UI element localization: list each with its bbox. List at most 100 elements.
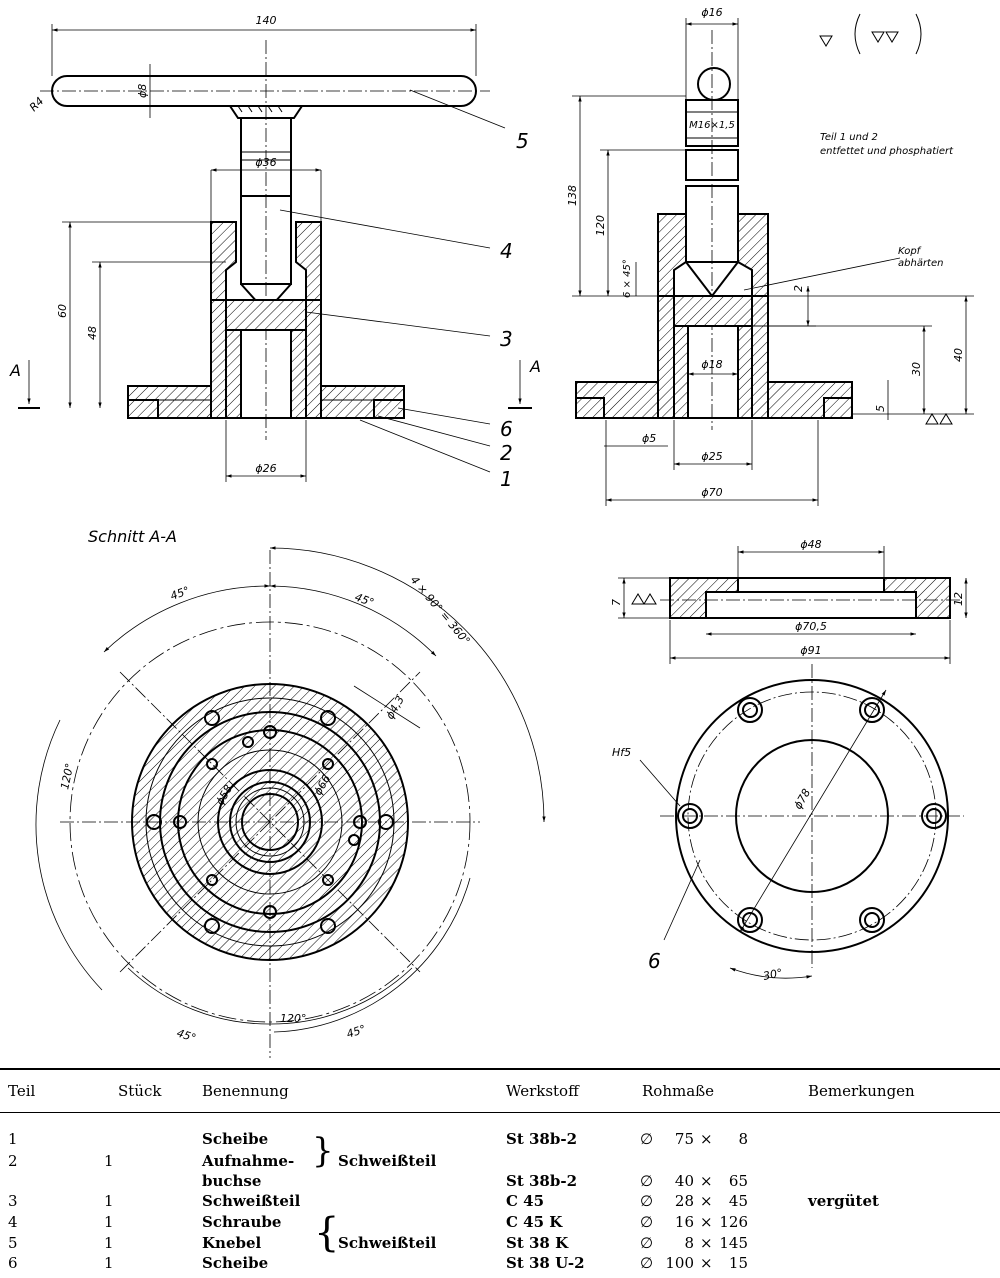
- row3-dia-symbol: ∅: [640, 1192, 654, 1210]
- row3-stueck: 1: [104, 1192, 114, 1210]
- row5-dia: 8: [684, 1234, 694, 1252]
- dim-120: 120: [594, 215, 607, 236]
- row5-stueck: 1: [104, 1234, 114, 1252]
- pos-3: 3: [500, 327, 513, 351]
- pos-4: 4: [500, 239, 513, 263]
- row3-benennung: Schweißteil: [202, 1192, 301, 1210]
- group-brace-lower: {: [314, 1210, 340, 1256]
- row5-times: ×: [700, 1234, 713, 1252]
- pos-6: 6: [500, 417, 513, 441]
- parts-list: Teil Stück Benennung Werkstoff Rohmaße B…: [0, 1068, 1000, 1278]
- dim-r4: R4: [27, 95, 47, 115]
- row6-teil: 6: [8, 1254, 18, 1272]
- header-rohmasse: Rohmaße: [642, 1082, 715, 1100]
- note-finish-1: Teil 1 und 2: [820, 132, 878, 143]
- pos-5: 5: [516, 129, 529, 153]
- row5-teil: 5: [8, 1234, 18, 1252]
- dim-phi78: ϕ78: [791, 787, 813, 812]
- dim-phi18: ϕ18: [701, 358, 722, 371]
- front-view: 140 R4 ϕ8 ϕ36 60 48 ϕ26 5 4 3 6 2 1 A A: [9, 14, 541, 491]
- dim-120-left: 120°: [58, 762, 76, 791]
- row1-times: ×: [700, 1130, 713, 1148]
- row3-bemerkung: vergütet: [808, 1192, 879, 1210]
- dim-45-b: 45°: [353, 591, 376, 610]
- note-finish-2: entfettet und phosphatiert: [820, 146, 954, 157]
- row6-len: 15: [728, 1254, 748, 1272]
- group-label-lower: Schweißteil: [338, 1234, 437, 1252]
- note-hard-1: Kopf: [898, 246, 922, 257]
- row2-stueck: 1: [104, 1152, 114, 1170]
- dim-4x90: 4 × 90° = 360°: [408, 574, 473, 648]
- row2-dia: 40: [674, 1172, 694, 1190]
- row4-werkstoff: C 45 K: [506, 1213, 563, 1231]
- row2-werkstoff: St 38b-2: [506, 1172, 578, 1190]
- note-hard-2: abhärten: [898, 258, 943, 269]
- technical-drawing: 140 R4 ϕ8 ϕ36 60 48 ϕ26 5 4 3 6 2 1 A A: [9, 6, 974, 1058]
- dim-phi5: ϕ5: [642, 432, 656, 445]
- row1-benennung: Scheibe: [202, 1130, 269, 1148]
- section-mark-right: A: [529, 357, 541, 376]
- dim-phi36: ϕ36: [255, 156, 276, 169]
- row4-times: ×: [700, 1213, 713, 1231]
- row1-dia: 75: [674, 1130, 694, 1148]
- row6-werkstoff: St 38 U-2: [506, 1254, 585, 1272]
- dim-40: 40: [952, 348, 965, 362]
- group-label-upper: Schweißteil: [338, 1152, 437, 1170]
- parts-list-header-rule: [0, 1112, 1000, 1113]
- row1-dia-symbol: ∅: [640, 1130, 654, 1148]
- dim-hf5: Hf5: [612, 746, 631, 759]
- disc-detail-section: ϕ48 7 12 ϕ70,5 ϕ91: [610, 538, 968, 664]
- row6-dia-symbol: ∅: [640, 1254, 654, 1272]
- pos-2: 2: [500, 441, 513, 465]
- dim-30deg: 30°: [762, 966, 784, 983]
- row6-times: ×: [700, 1254, 713, 1272]
- row6-stueck: 1: [104, 1254, 114, 1272]
- row3-times: ×: [700, 1192, 713, 1210]
- dim-phi25: ϕ25: [701, 450, 722, 463]
- dim-2: 2: [792, 285, 805, 292]
- row2-benennung: Aufnahme-: [202, 1152, 295, 1170]
- dim-phi8: ϕ8: [136, 84, 149, 98]
- parts-list-top-rule: [0, 1068, 1000, 1070]
- row6-dia: 100: [665, 1254, 694, 1272]
- header-benennung: Benennung: [202, 1082, 289, 1100]
- row4-stueck: 1: [104, 1213, 114, 1231]
- dim-120-bottom: 120°: [280, 1012, 307, 1025]
- dim-48: 48: [86, 326, 99, 340]
- row2-benennung-line2: buchse: [202, 1172, 262, 1190]
- row4-benennung: Schraube: [202, 1213, 282, 1231]
- row5-benennung: Knebel: [202, 1234, 262, 1252]
- dim-phi26: ϕ26: [255, 462, 276, 475]
- row2-teil: 2: [8, 1152, 18, 1170]
- row2-dia-symbol: ∅: [640, 1172, 654, 1190]
- row3-teil: 3: [8, 1192, 18, 1210]
- section-a-a-view: Schnitt A-A: [35, 527, 546, 1058]
- pos-6-plan: 6: [648, 949, 661, 973]
- group-brace-upper: }: [312, 1131, 334, 1171]
- row5-len: 145: [719, 1234, 748, 1252]
- row1-len: 8: [738, 1130, 748, 1148]
- row5-werkstoff: St 38 K: [506, 1234, 569, 1252]
- header-bemerkungen: Bemerkungen: [808, 1082, 915, 1100]
- dim-5: 5: [874, 405, 887, 412]
- dim-phi70: ϕ70: [701, 486, 722, 499]
- dim-140: 140: [256, 14, 277, 27]
- dim-45-a: 45°: [169, 584, 192, 603]
- side-section-view: ϕ16 M16×1,5 138 120 6 × 45° 2 ϕ18 30 40 …: [566, 6, 974, 506]
- row6-benennung: Scheibe: [202, 1254, 269, 1272]
- disc-plan-view: Hf5 ϕ78 30° 6: [612, 664, 964, 983]
- dim-138: 138: [566, 185, 579, 206]
- row4-dia-symbol: ∅: [640, 1213, 654, 1231]
- dim-45-c: 45°: [175, 1026, 198, 1044]
- section-mark-left: A: [9, 361, 21, 380]
- header-werkstoff: Werkstoff: [506, 1082, 579, 1100]
- dim-m16: M16×1,5: [689, 120, 735, 131]
- dim-6x45: 6 × 45°: [622, 259, 633, 298]
- dim-12: 12: [952, 592, 965, 606]
- row4-len: 126: [719, 1213, 748, 1231]
- dim-phi16: ϕ16: [701, 6, 722, 19]
- row3-werkstoff: C 45: [506, 1192, 545, 1210]
- row3-len: 45: [728, 1192, 748, 1210]
- dim-45-d: 45°: [345, 1022, 368, 1040]
- header-stueck: Stück: [118, 1082, 162, 1100]
